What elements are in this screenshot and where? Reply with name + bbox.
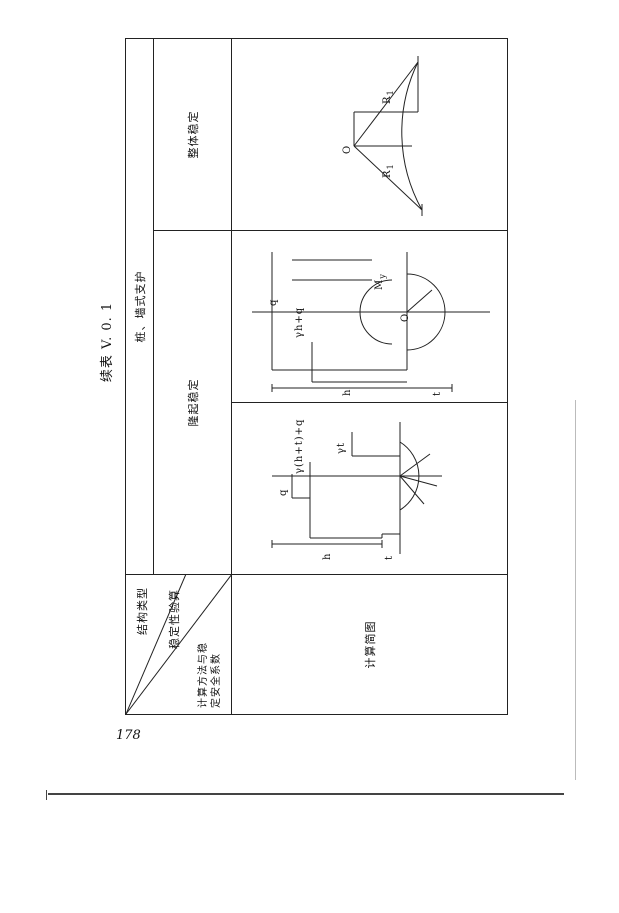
bottom-rule	[48, 793, 564, 795]
header-diagonal-cell: 结构类型 稳定性验算 计算方法与稳定安全系数	[125, 574, 232, 715]
diagram-a-load: γ(h+t)+q	[294, 418, 305, 474]
diagram-uplift-b: q γh+q O My h t	[231, 230, 508, 403]
diagram-b-load: γh+q	[294, 306, 305, 338]
diagram-uplift-a: q γ(h+t)+q γt h t	[231, 402, 508, 575]
bottom-tick	[46, 790, 47, 800]
diagram-b-svg	[252, 252, 490, 392]
diagram-b-moment-sub: y	[377, 273, 387, 279]
diagram-a-soil: γt	[336, 442, 347, 454]
diagram-a-svg	[271, 422, 442, 554]
row-label-diagram: 计算简图	[231, 574, 508, 715]
diagram-c-center: O	[342, 144, 353, 154]
header-stability-check: 稳定性验算	[168, 589, 181, 649]
diagram-b-center: O	[400, 312, 411, 322]
rotated-table-page: 结构类型 稳定性验算 计算方法与稳定安全系数 桩、墙式支护 隆起稳定 整体稳定 …	[125, 37, 508, 715]
right-edge-rule	[575, 400, 576, 780]
table-caption: 续表 V. 0. 1	[100, 301, 115, 383]
header-diagonal-lines	[126, 574, 232, 714]
diagram-c-r2-sub: 1	[385, 89, 395, 96]
diagram-b-moment: My	[374, 273, 387, 290]
header-structure-type: 结构类型	[136, 587, 149, 635]
diagram-b-t: t	[432, 390, 443, 396]
diagram-c-r2-symbol: R	[382, 95, 393, 104]
diagram-c-r1-sub: 1	[385, 163, 395, 170]
diagram-a-q: q	[278, 488, 289, 496]
diagram-a-t: t	[384, 554, 395, 560]
page-number: 178	[116, 728, 141, 743]
diagram-c-r1: R1	[382, 163, 395, 178]
column-group-header: 桩、墙式支护	[125, 38, 154, 575]
column-uplift-header: 隆起稳定	[153, 230, 232, 575]
diagram-overall: O R1 R1	[231, 38, 508, 231]
diagram-b-q: q	[268, 298, 279, 306]
diagram-c-r2: R1	[382, 89, 395, 104]
header-method: 计算方法与稳定安全系数	[198, 642, 222, 708]
diagram-c-r1-symbol: R	[382, 169, 393, 178]
stability-table: 结构类型 稳定性验算 计算方法与稳定安全系数 桩、墙式支护 隆起稳定 整体稳定 …	[125, 37, 508, 715]
diagram-b-moment-symbol: M	[374, 278, 385, 290]
diagram-c-svg	[353, 56, 423, 216]
column-overall-header: 整体稳定	[153, 38, 232, 231]
diagram-a-h: h	[322, 552, 333, 560]
diagram-b-h: h	[342, 388, 353, 396]
